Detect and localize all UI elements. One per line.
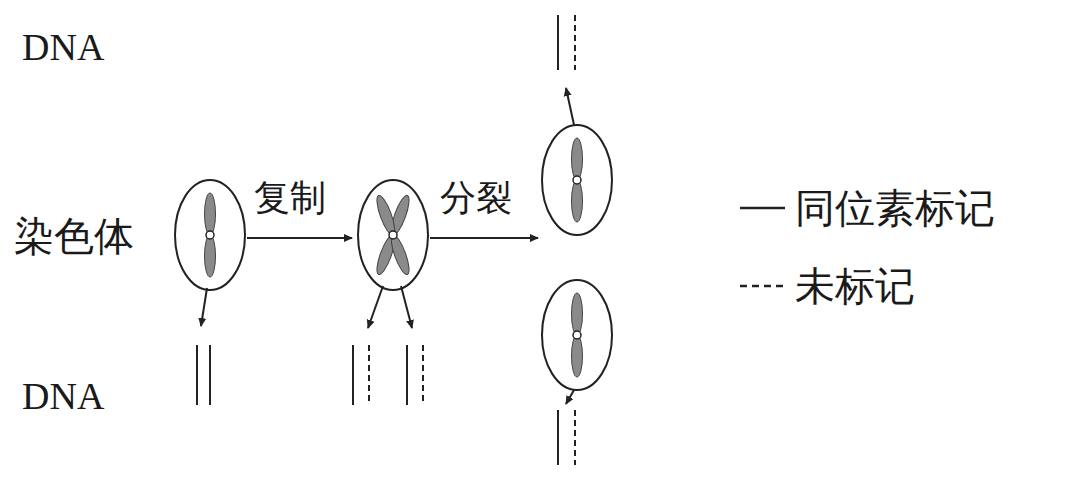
legend-text: 同位素标记: [795, 188, 995, 228]
dna-strands: [197, 15, 575, 465]
process-arrow: [247, 237, 352, 239]
cell-outline: [542, 125, 612, 235]
pointer-arrow: [566, 88, 574, 125]
pointer-arrow: [401, 286, 412, 328]
process-label: 分裂: [440, 180, 512, 216]
dna-label: DNA: [22, 28, 104, 66]
dna-label: DNA: [22, 377, 104, 415]
legend-sample-solid: [740, 207, 785, 210]
pointer-arrow: [368, 286, 383, 328]
process-arrow: [430, 237, 538, 239]
cell-outline: [542, 280, 612, 390]
chromosome: [572, 138, 583, 377]
legend-text: 未标记: [795, 266, 915, 306]
legend-sample-dashed: [740, 285, 785, 288]
replicated-chromosome: [373, 194, 412, 277]
cell-outline: [175, 180, 245, 290]
cell-outline: [358, 180, 428, 290]
pointer-arrow: [566, 390, 574, 404]
chromosome: [205, 193, 216, 277]
structure-label: 染色体: [14, 216, 134, 256]
pointer-arrow: [201, 288, 207, 326]
process-label: 复制: [254, 180, 326, 216]
